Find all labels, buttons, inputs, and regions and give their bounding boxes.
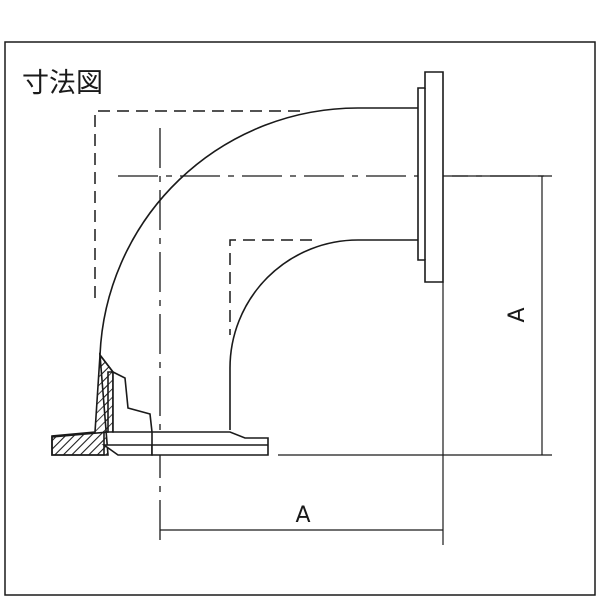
center-lines	[118, 128, 545, 540]
vertical-dimension-label: A	[505, 307, 530, 322]
flange-lower-lip	[101, 444, 153, 456]
flange-right-half	[151, 431, 269, 456]
bottom-flange-section	[51, 352, 269, 456]
outer-hidden-line	[94, 110, 300, 305]
dimension-lines	[160, 175, 552, 545]
inner-hidden-line	[229, 239, 312, 335]
horizontal-dimension-label: A	[295, 503, 310, 528]
right-flange-outline	[417, 71, 444, 283]
flange-inner-profile	[112, 370, 153, 433]
hidden-lines	[94, 110, 312, 335]
elbow-body	[99, 107, 418, 430]
right-flange	[417, 71, 444, 283]
elbow-inner-curve	[229, 239, 418, 430]
drawing-title: 寸法図	[22, 68, 103, 99]
drawing-border	[4, 41, 596, 596]
flange-hatched-wall	[51, 352, 114, 456]
elbow-outer-curve	[99, 107, 418, 356]
